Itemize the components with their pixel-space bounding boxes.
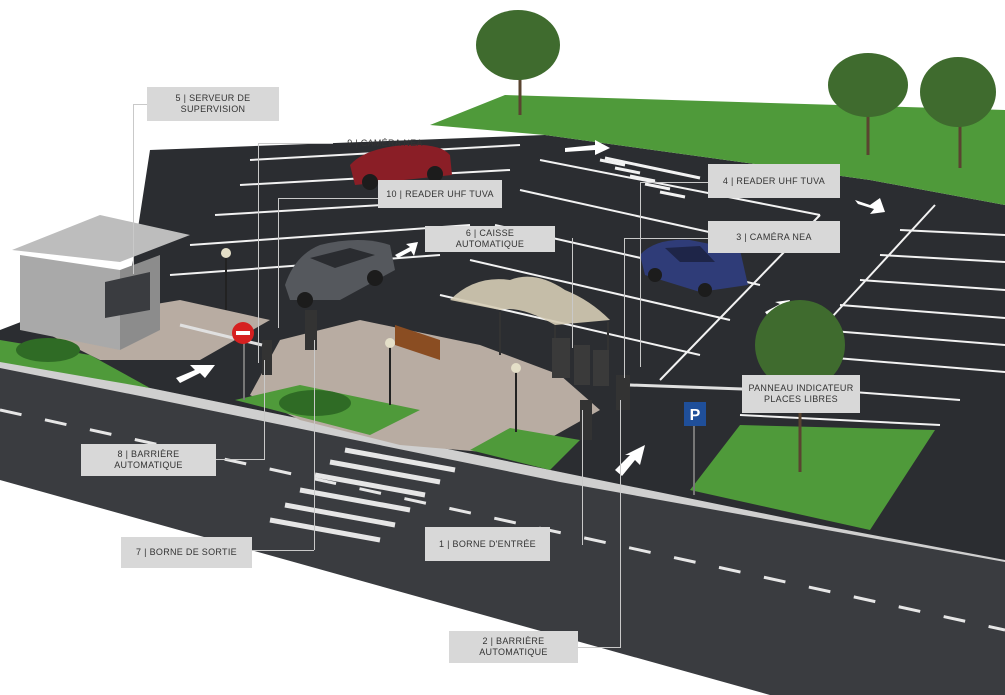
leader-5h: [133, 104, 147, 105]
leader-7: [314, 340, 315, 550]
pay-stations: [552, 338, 609, 386]
parking-sign: P: [684, 402, 706, 495]
leader-8h: [216, 459, 264, 460]
parking-sign-letter: P: [690, 407, 701, 424]
leader-1: [582, 410, 583, 545]
arrow-right: [855, 198, 885, 214]
callout-caisse-automatique: 6 | CAISSE AUTOMATIQUE: [425, 226, 555, 252]
trees: [476, 10, 996, 472]
hatched-zone: [599, 156, 701, 199]
callout-barriere-2: 2 | BARRIÈRE AUTOMATIQUE: [449, 631, 578, 663]
car-silver: [285, 240, 395, 308]
leader-4: [640, 182, 641, 367]
leader-3h: [624, 238, 708, 239]
leader-10: [278, 198, 279, 328]
callout-borne-entree: 1 | BORNE D'ENTRÉE: [425, 527, 550, 561]
leader-5: [133, 104, 134, 274]
callout-barriere-8: 8 | BARRIÈRE AUTOMATIQUE: [81, 444, 216, 476]
leader-4h: [640, 182, 708, 183]
street-lamps: [221, 248, 521, 432]
callout-camera-nea-9: 9 | CAMÉRA NEA: [347, 137, 423, 148]
leader-9h: [258, 143, 333, 144]
shrubs: [16, 338, 351, 416]
leader-7h: [252, 550, 314, 551]
leader-8: [264, 360, 265, 460]
leader-2h: [578, 647, 620, 648]
callout-reader-uhf-4: 4 | READER UHF TUVA: [708, 164, 840, 198]
bench: [395, 325, 440, 360]
leader-10h: [278, 198, 378, 199]
callout-camera-nea-3: 3 | CAMÉRA NEA: [708, 221, 840, 253]
leader-3: [624, 238, 625, 378]
leader-2: [620, 400, 621, 648]
car-red: [350, 144, 452, 190]
back-lawn: [430, 95, 1005, 205]
arrow-top: [565, 140, 610, 155]
callout-panneau-indicateur: PANNEAU INDICATEUR PLACES LIBRES: [742, 375, 860, 413]
arrow-exit: [176, 365, 215, 383]
crosswalk: [269, 447, 456, 543]
callout-reader-uhf-10: 10 | READER UHF TUVA: [378, 180, 502, 208]
callout-serveur-supervision: 5 | SERVEUR DE SUPERVISION: [147, 87, 279, 121]
leader-6: [572, 238, 573, 348]
island-lawn-2: [470, 428, 580, 470]
arrow-entry: [615, 445, 645, 476]
no-entry-sign: [232, 322, 254, 400]
right-lawn: [690, 425, 935, 530]
arrow-left: [395, 242, 418, 258]
supervision-building: [12, 215, 190, 350]
street-lane-markings: [0, 408, 1005, 632]
callout-borne-sortie: 7 | BORNE DE SORTIE: [121, 537, 252, 568]
leader-9: [258, 143, 259, 363]
